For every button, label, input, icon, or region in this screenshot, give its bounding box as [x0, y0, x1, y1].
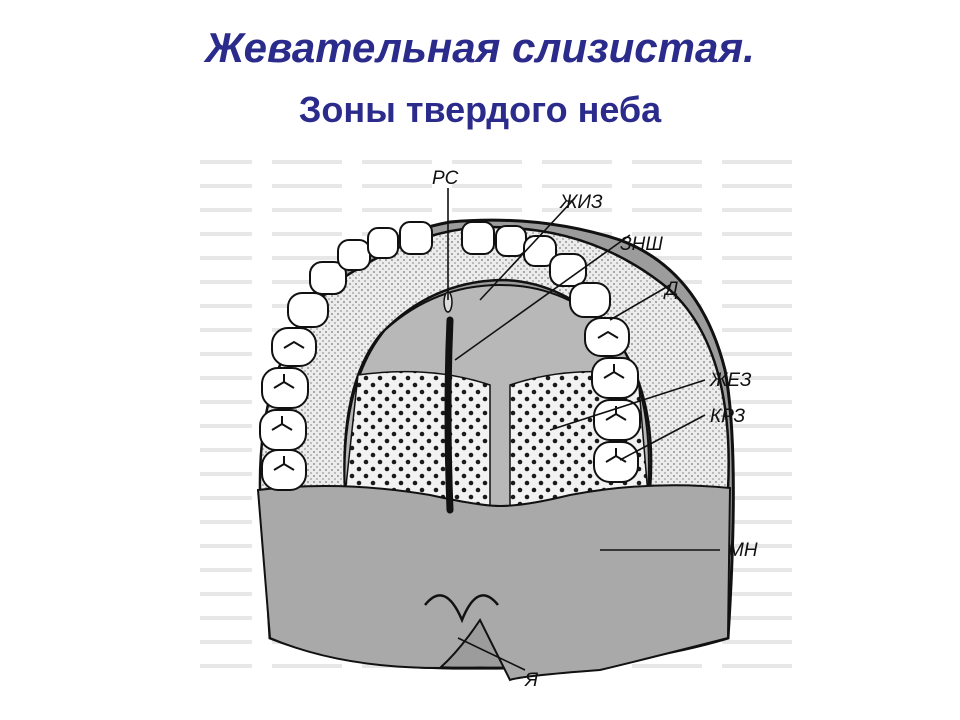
uvula	[424, 594, 499, 624]
soft-palate-zone	[256, 484, 732, 682]
tooth	[287, 292, 329, 328]
tooth	[261, 367, 309, 409]
tooth	[584, 317, 630, 357]
label-zhez: ЖЕЗ	[709, 370, 752, 391]
molar-cusps	[271, 330, 627, 471]
label-rs: РС	[432, 168, 459, 189]
tooth	[461, 221, 495, 255]
label-d: Д	[663, 279, 678, 300]
median-raphe	[444, 316, 454, 514]
leader-lines	[447, 188, 720, 671]
tooth	[399, 221, 433, 255]
slide-subtitle: Зоны твердого неба	[298, 89, 662, 130]
palate-diagram: РС ЖИЗ ЗНШ Д ЖЕЗ КРЗ МН Я	[180, 150, 810, 700]
tooth	[593, 441, 639, 483]
tooth	[337, 239, 371, 271]
tooth	[549, 253, 587, 287]
label-ya: Я	[524, 670, 538, 691]
tooth	[271, 327, 317, 367]
label-zhiz: ЖИЗ	[559, 192, 603, 213]
tooth	[593, 399, 641, 441]
label-mn: МН	[728, 540, 758, 561]
tooth	[309, 261, 347, 295]
teeth-left	[259, 221, 433, 491]
tooth	[367, 227, 399, 259]
tooth	[591, 357, 639, 399]
label-krz: КРЗ	[710, 406, 745, 427]
slide-title: Жевательная слизистая.	[205, 24, 755, 71]
tooth	[259, 409, 307, 451]
tooth	[495, 225, 527, 257]
tooth	[569, 282, 611, 318]
label-znsh: ЗНШ	[620, 234, 663, 255]
teeth-right	[461, 221, 641, 483]
